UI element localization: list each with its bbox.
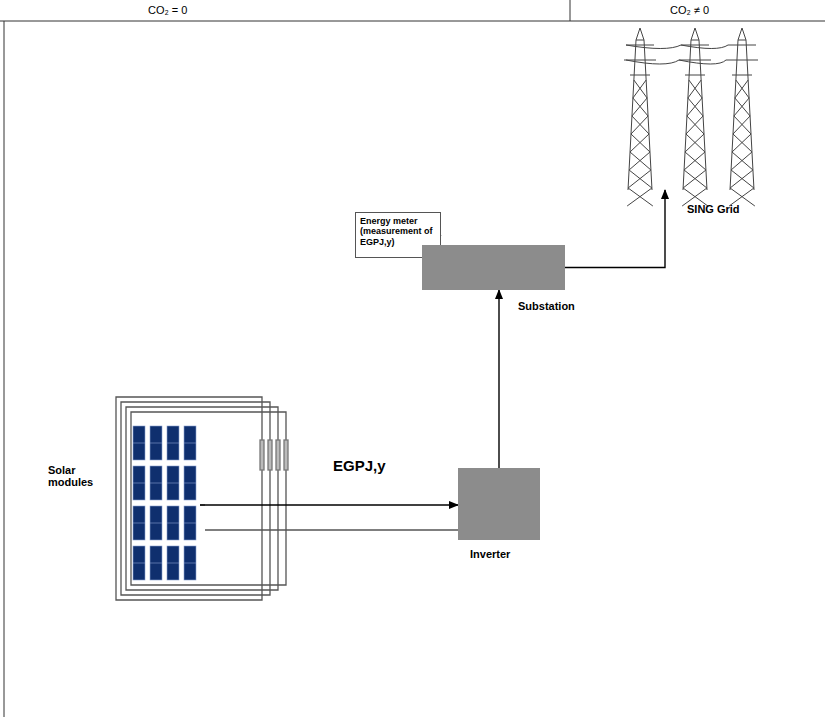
tower-lines	[624, 28, 758, 206]
solar-panel	[133, 546, 145, 580]
panel-cell-line	[184, 563, 196, 564]
panel-cell-line	[150, 523, 162, 524]
tower-peak	[640, 28, 644, 40]
terminal	[284, 440, 288, 470]
header-divider	[570, 0, 571, 21]
panel-cell-line	[150, 563, 162, 564]
tower-arm	[726, 45, 758, 75]
edge-label: EGPJ,y	[331, 457, 388, 474]
solar-panel	[184, 546, 196, 580]
frame-line	[4, 21, 5, 717]
panel-cell-line	[167, 443, 179, 444]
module-wiring	[116, 397, 288, 600]
header-rule	[0, 21, 825, 22]
solar-panel	[167, 466, 179, 500]
tower-lattice	[682, 80, 708, 206]
tower-peak	[742, 28, 746, 40]
solar-panel	[184, 466, 196, 500]
tower-lattice	[627, 80, 653, 206]
panel-cell-line	[133, 523, 145, 524]
module-loop	[131, 412, 286, 585]
tower-arm	[624, 45, 656, 75]
panel-cell-line	[167, 563, 179, 564]
solar-panel	[167, 426, 179, 460]
header-label: CO₂ = 0	[148, 4, 187, 16]
substation-box: Substation	[422, 245, 565, 290]
panel-cell-line	[133, 483, 145, 484]
solar-panel	[150, 546, 162, 580]
solar-panel	[150, 506, 162, 540]
solar-panel	[184, 506, 196, 540]
connector	[200, 504, 458, 505]
panel-cell-line	[150, 443, 162, 444]
solar-panel	[167, 506, 179, 540]
tower-peak	[695, 28, 699, 40]
power-line	[626, 45, 728, 64]
tower-peak	[691, 28, 695, 40]
connector	[498, 290, 499, 468]
node-label: Substation	[518, 300, 598, 312]
solar-array: Solar modules	[130, 424, 200, 582]
panel-cell-line	[167, 483, 179, 484]
solar-panel	[133, 466, 145, 500]
solar-panel	[133, 426, 145, 460]
module-loop	[116, 397, 262, 600]
connector	[565, 190, 665, 268]
solar-panel	[150, 426, 162, 460]
solar-panel	[167, 546, 179, 580]
grid-towers: SING Grid	[615, 25, 765, 190]
solar-panel	[133, 506, 145, 540]
panel-cell-line	[184, 483, 196, 484]
tower-arm	[679, 45, 711, 75]
panel-cell-line	[133, 443, 145, 444]
panel-cell-line	[184, 523, 196, 524]
terminal	[268, 440, 272, 470]
tower-lattice	[729, 80, 755, 206]
panel-cell-line	[150, 483, 162, 484]
node-label: Inverter	[470, 548, 540, 560]
tower-peak	[636, 28, 640, 40]
module-loop	[121, 402, 270, 595]
terminal	[260, 440, 264, 470]
inverter-box: Inverter	[458, 468, 540, 540]
module-loop	[126, 407, 278, 590]
panel-graphic	[130, 424, 200, 582]
solar-panel	[150, 466, 162, 500]
terminal	[276, 440, 280, 470]
panel-cell-line	[184, 443, 196, 444]
tower-peak	[738, 28, 742, 40]
node-label: SING Grid	[687, 203, 767, 215]
node-label: Solar modules	[48, 464, 110, 488]
panel-cell-line	[167, 523, 179, 524]
header-label: CO₂ ≠ 0	[670, 4, 709, 16]
solar-panel	[184, 426, 196, 460]
panel-cell-line	[133, 563, 145, 564]
dc-wire	[205, 529, 458, 530]
